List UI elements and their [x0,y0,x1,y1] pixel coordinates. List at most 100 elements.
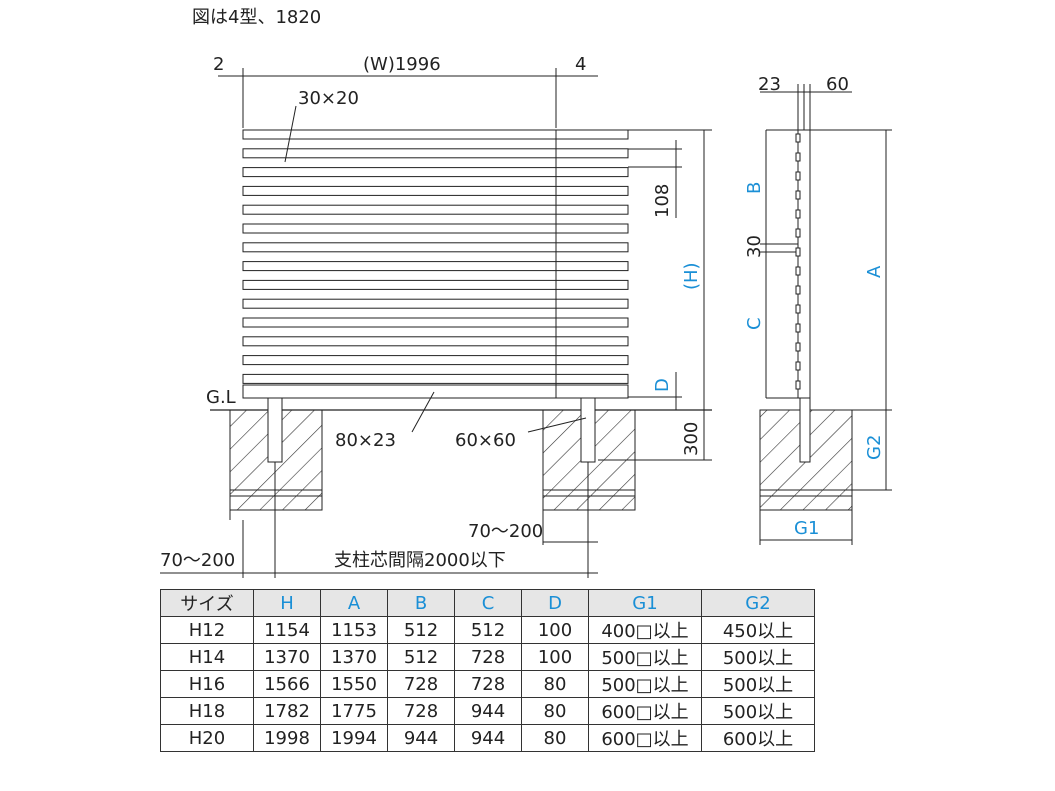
side-slat-profile [795,228,801,238]
side-slat-profile [795,171,801,181]
fence-slat [242,204,629,215]
table-cell: 1153 [320,616,388,644]
side-view [759,84,892,545]
header-cell: C [454,589,522,617]
side-g1-label: G1 [794,518,819,539]
side-slat-profile [795,380,801,390]
side-slat-profile [795,190,801,200]
header-cell: H [253,589,321,617]
width-right-label: 4 [575,54,586,75]
table-cell: 600□以上 [588,697,702,725]
width-label: (W)1996 [363,54,441,75]
table-cell: 80 [521,697,589,725]
pitch-dimension [628,140,682,218]
fence-slat [242,317,629,328]
table-cell: 100 [521,616,589,644]
pitch-label: 108 [652,184,673,218]
header-cell: G2 [701,589,815,617]
left-foundation [229,397,323,511]
fence-drawing: 図は4型、1820 2 (W)1996 4 30×20 108 (H) D G.… [160,7,892,578]
d-label: D [652,378,673,392]
fence-slats [242,129,629,399]
table-cell: 500以上 [701,643,815,671]
table-cell: 450以上 [701,616,815,644]
table-cell: 80 [521,724,589,752]
side-slat-profile [795,323,801,333]
table-cell: H20 [160,724,254,752]
table-cell: H14 [160,643,254,671]
table-cell: 80 [521,670,589,698]
header-cell: G1 [588,589,702,617]
side-slat-profile [795,152,801,162]
table-cell: 944 [454,724,522,752]
side-60-label: 60 [826,74,849,95]
table-cell: 100 [521,643,589,671]
width-dimension [218,68,598,128]
offset-left-label: 70〜200 [160,550,235,571]
side-slat-profile [795,247,801,257]
side-b-label: B [744,182,765,194]
slat-leader [284,105,297,163]
fence-slat [242,336,629,347]
table-cell: 1370 [253,643,321,671]
table-cell: 728 [387,670,455,698]
side-slat-profile [795,361,801,371]
table-cell: 512 [387,643,455,671]
post-size-label: 60×60 [455,430,516,451]
fence-slat [242,223,629,234]
table-cell: 500□以上 [588,643,702,671]
gl-label: G.L [206,387,236,408]
table-cell: 512 [387,616,455,644]
post-spacing-label: 支柱芯間隔2000以下 [334,550,506,571]
fence-slat [242,185,629,196]
side-slat-profile [795,304,801,314]
fence-slat [242,261,629,272]
header-cell: B [387,589,455,617]
table-cell: 500以上 [701,697,815,725]
table-cell: 728 [387,697,455,725]
depth-label: 300 [681,422,702,456]
table-cell: 728 [454,643,522,671]
fence-slat [242,129,629,140]
offset-dimensions [160,462,598,578]
side-slat-profile [795,266,801,276]
table-cell: H16 [160,670,254,698]
table-cell: 944 [387,724,455,752]
table-cell: 1566 [253,670,321,698]
side-slat-profile [795,209,801,219]
side-30-label: 30 [744,235,765,258]
bottom-rail [242,384,629,399]
table-cell: 600□以上 [588,724,702,752]
table-cell: 944 [454,697,522,725]
table-cell: 1550 [320,670,388,698]
table-header-row: サイズ H A B C D G1 G2 [160,589,815,617]
d-dimension [628,372,682,410]
height-label: (H) [681,262,702,290]
table-cell: H18 [160,697,254,725]
fence-slat [242,148,629,159]
fence-slat [242,373,629,384]
side-g2-label: G2 [864,435,885,460]
fence-slat [242,167,629,178]
table-cell: 400□以上 [588,616,702,644]
slat-size-label: 30×20 [298,88,359,109]
side-a-label: A [864,265,885,278]
side-23-label: 23 [758,74,781,95]
table-cell: 1782 [253,697,321,725]
rail-leader [411,391,435,433]
side-c-label: C [744,317,765,330]
table-cell: 1154 [253,616,321,644]
fence-slat [242,355,629,366]
header-cell: D [521,589,589,617]
table-cell: 1370 [320,643,388,671]
width-left-label: 2 [213,54,224,75]
right-foundation [542,397,636,511]
table-cell: 600以上 [701,724,815,752]
table-cell: 1775 [320,697,388,725]
height-dimension [628,129,712,460]
